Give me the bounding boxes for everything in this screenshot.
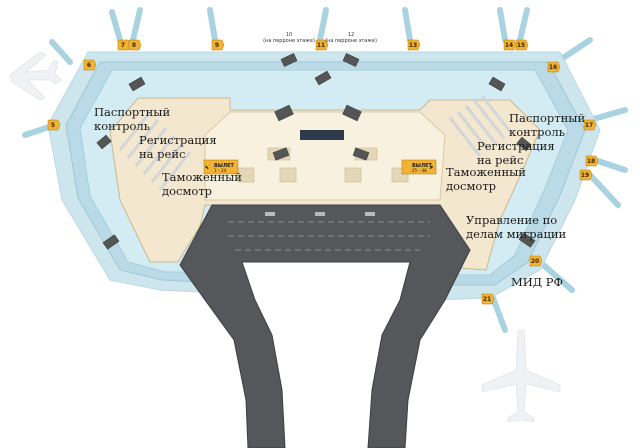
svg-text:⬉: ⬉ [205,165,209,171]
escalator-icons [96,53,536,250]
gate-11: 11 [317,42,325,49]
access-road [179,204,471,448]
label-passport-left-line2: контроль [94,119,150,133]
airplane-icon-bottom-right [481,329,561,423]
bus-gate-12: 12 (на перроне этаже) [325,32,377,44]
label-passport-right-line1: Паспортный [509,111,585,125]
road-markings [228,221,430,251]
svg-text:⬈: ⬈ [429,165,433,171]
label-checkin-left-line2: на рейс [139,147,185,161]
gate-numbers: 6 7 8 9 11 13 14 15 16 17 18 19 20 21 5 [51,42,595,303]
check-in-desks-right [448,95,514,157]
exit-sign-right-range: 25 – 48 [412,168,427,173]
gate-8: 8 [132,42,136,49]
label-passport-left: Паспортный контроль [94,105,170,133]
label-customs-right: Таможенный досмотр [446,165,526,193]
jet-bridges [22,7,628,333]
bus-gate-12-note: (на перроне этаже) [325,38,377,44]
gate-7: 7 [121,42,125,49]
gate-18: 18 [587,158,595,165]
check-in-desks-left [118,111,192,191]
label-passport-right-line2: контроль [509,125,565,139]
gate-6: 6 [87,62,91,69]
gate-21: 21 [483,296,491,303]
label-migration-line2: делам миграции [466,227,567,241]
label-checkin-left-line1: Регистрация [139,133,217,147]
bus-gate-10-number: 10 [286,32,292,38]
exit-sign-left-title: ВЫЛЕТ [214,163,235,169]
label-customs-right-line1: Таможенный [446,165,526,179]
label-checkin-right-line1: Регистрация [477,139,555,153]
label-passport-left-line1: Паспортный [94,105,170,119]
exit-sign-right: ВЫЛЕТ 25 – 48 ⬈ [401,159,437,175]
label-checkin-right: Регистрация на рейс [477,139,555,167]
gate-14: 14 [505,42,513,49]
exit-sign-left: ВЫЛЕТ 1 – 24 ⬉ [203,159,239,175]
label-customs-left-line2: досмотр [162,184,212,198]
gate-13: 13 [409,42,417,49]
bus-gate-10: 10 (на перроне этаже) [263,32,315,44]
gate-badges [47,39,599,305]
bus-gate-12-number: 12 [348,32,354,38]
gate-15: 15 [517,42,525,49]
gate-5: 5 [51,122,55,129]
central-mezzanine [204,111,446,201]
gate-17: 17 [585,122,593,129]
gate-19: 19 [581,172,589,179]
label-customs-right-line2: досмотр [446,179,496,193]
bus-gate-10-note: (на перроне этаже) [263,38,315,44]
label-customs-left: Таможенный досмотр [162,170,242,198]
gate-9: 9 [215,42,219,49]
curbside-crossings [265,212,375,216]
exit-sign-left-range: 1 – 24 [214,168,227,173]
label-migration-line1: Управление по [466,213,557,227]
airplane-icon-left [9,51,63,101]
label-passport-right: Паспортный контроль [509,111,585,139]
label-customs-left-line1: Таможенный [162,170,242,184]
label-migration: Управление по делам миграции [466,213,567,241]
label-checkin-left: Регистрация на рейс [139,133,217,161]
label-mfa: МИД РФ [511,275,563,289]
exit-sign-right-title: ВЫЛЕТ [412,163,433,169]
gate-16: 16 [549,64,557,71]
label-checkin-right-line2: на рейс [477,153,523,167]
gate-20: 20 [531,258,539,265]
info-board [300,130,344,140]
